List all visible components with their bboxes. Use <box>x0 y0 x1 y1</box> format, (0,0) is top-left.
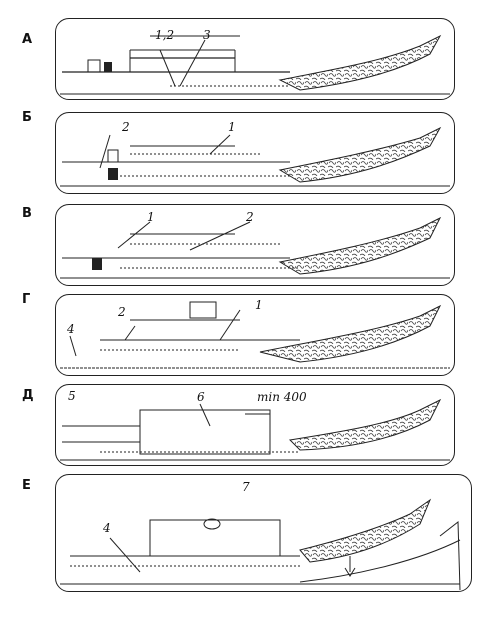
panel-frame-v <box>55 204 455 286</box>
label-d-3: min 400 <box>257 390 307 404</box>
label-a-2: 3 <box>203 28 211 42</box>
label-v-2: 2 <box>246 210 254 224</box>
label-a-1: 1,2 <box>155 28 175 42</box>
panel-e-drawing <box>60 498 461 591</box>
label-b-1: 2 <box>122 120 130 134</box>
label-b-2: 1 <box>228 120 236 134</box>
panel-letter-g: Г <box>22 292 31 307</box>
panel-frame-b <box>55 112 455 194</box>
label-v-1: 1 <box>147 210 155 224</box>
panel-frame-a <box>55 18 455 100</box>
label-e-2: 4 <box>103 521 111 535</box>
panel-v-drawing <box>60 216 450 279</box>
label-g-2: 2 <box>118 305 126 319</box>
panel-b-drawing <box>60 126 450 187</box>
panel-frame-d <box>55 384 455 466</box>
panel-letter-a: А <box>22 32 33 47</box>
panel-g-drawing <box>60 301 450 369</box>
panel-letter-v: В <box>22 206 32 221</box>
panel-letter-e: Е <box>22 478 31 493</box>
label-g-3: 1 <box>255 298 263 312</box>
panel-a-drawing <box>60 34 450 95</box>
panel-letter-b: Б <box>22 110 32 125</box>
label-d-2: 6 <box>197 390 205 404</box>
panel-frame-e <box>55 474 472 592</box>
panel-letter-d: Д <box>22 388 34 403</box>
label-d-1: 5 <box>68 389 76 403</box>
label-g-1: 4 <box>67 322 75 336</box>
panel-frame-g <box>55 294 455 376</box>
label-e-1: 7 <box>242 480 250 494</box>
panel-d-drawing <box>60 398 450 461</box>
